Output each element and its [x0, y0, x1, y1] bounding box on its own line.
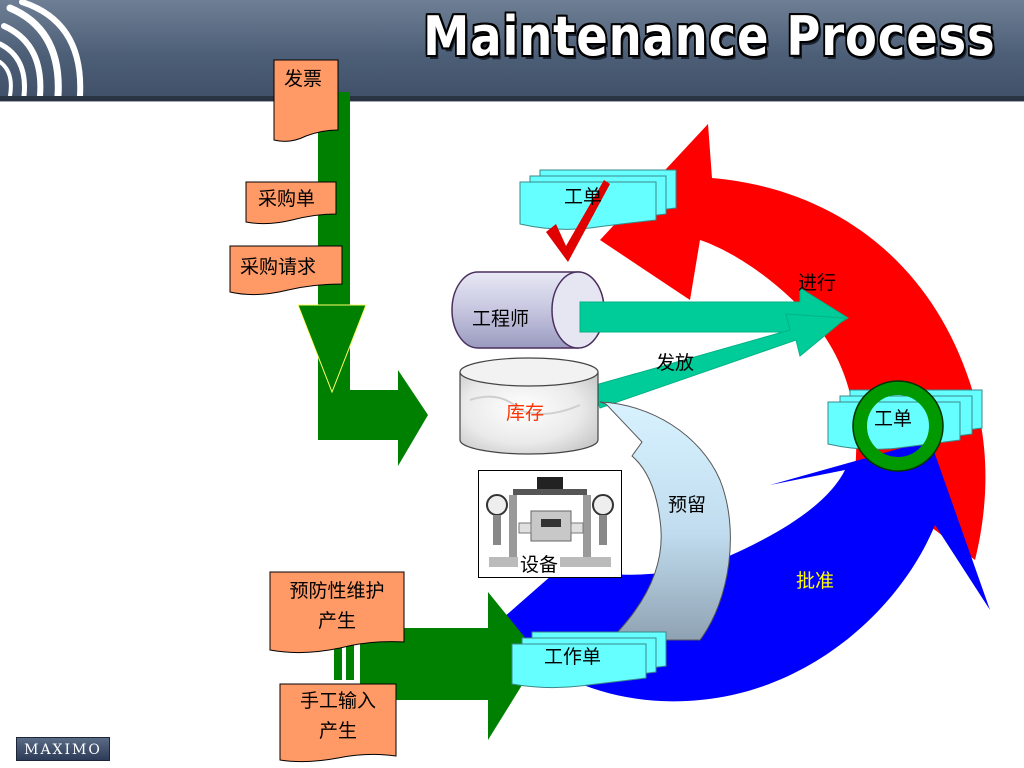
equipment-label: 设备	[518, 554, 561, 577]
manual-input-label-line1: 手工输入	[299, 690, 376, 712]
header-bar	[0, 0, 1024, 100]
manual-input-document	[279, 683, 397, 763]
work-order-top-label: 工单	[564, 186, 603, 208]
purchase-order-document	[245, 181, 337, 225]
red-cycle-arrow	[600, 124, 986, 560]
procurement-flow-arrow	[318, 92, 428, 466]
header-rule	[0, 96, 1024, 102]
logo-waves-icon	[0, 0, 84, 96]
checkmark-icon	[546, 180, 610, 262]
engineer-label: 工程师	[472, 308, 530, 330]
pm-document	[269, 571, 405, 654]
approve-label: 批准	[796, 570, 835, 592]
maximo-logo: MAXIMO	[16, 737, 110, 761]
work-order-bottom-label: 工作单	[544, 646, 602, 668]
invoice-document	[273, 59, 339, 142]
pm-generate-label-line2: 产生	[317, 610, 356, 632]
work-order-right-ring	[853, 381, 943, 471]
reserve-label: 预留	[668, 494, 707, 516]
issue-label: 发放	[656, 352, 695, 374]
pm-flow-stripe-2	[346, 640, 354, 680]
purchase-request-document	[229, 245, 343, 296]
purchase-order-label: 采购单	[258, 188, 316, 210]
work-order-bottom-stack	[511, 631, 667, 689]
inventory-label: 库存	[506, 402, 545, 424]
procurement-arrow-head	[297, 304, 367, 394]
pm-flow-arrow	[360, 592, 540, 740]
inventory-cylinder	[459, 357, 599, 455]
work-order-right-label: 工单	[874, 408, 913, 430]
pm-generate-label-line1: 预防性维护	[289, 580, 385, 602]
page-title: Maintenance Process	[423, 5, 996, 68]
issue-arrow	[591, 313, 848, 409]
reserve-arrow	[599, 401, 731, 641]
pm-flow-stripe-1	[334, 640, 342, 680]
manual-input-label-line2: 产生	[318, 720, 357, 742]
work-order-right-ring-outline	[852, 380, 944, 472]
in-progress-label: 进行	[798, 272, 837, 294]
purchase-request-label: 采购请求	[240, 256, 317, 278]
invoice-label: 发票	[284, 68, 323, 90]
